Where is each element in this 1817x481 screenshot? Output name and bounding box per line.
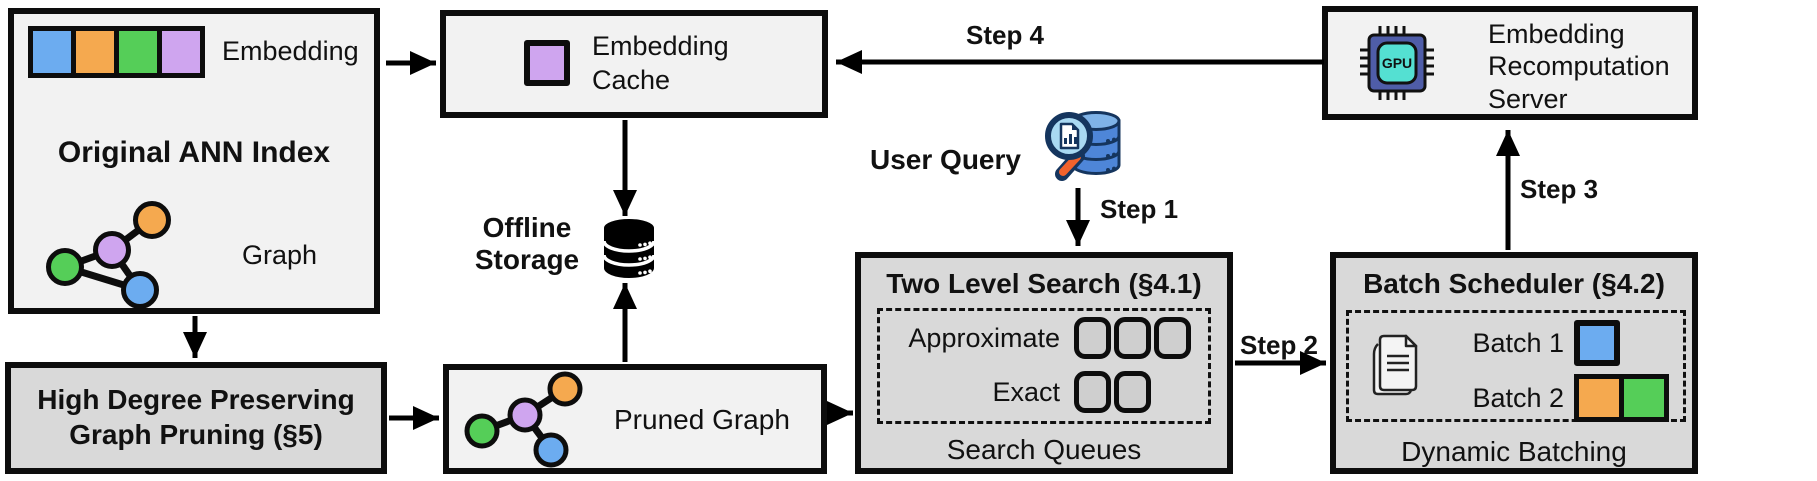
gpu-chip-icon: GPU: [1360, 26, 1434, 100]
recomputation-server-box: GPU Embedding Recomputation Server: [1322, 6, 1698, 120]
batch2-squares: [1574, 374, 1669, 422]
two-level-search-box: Two Level Search (§4.1) Approximate Exac…: [855, 252, 1233, 474]
embedding-label: Embedding: [222, 36, 359, 66]
exact-queue-row: Exact: [880, 365, 1208, 419]
batch-scheduler-title: Batch Scheduler (§4.2): [1363, 268, 1665, 299]
exact-label: Exact: [992, 376, 1060, 407]
step1-label: Step 1: [1100, 194, 1179, 224]
two-level-search-title: Two Level Search (§4.1): [886, 268, 1202, 299]
pruned-graph-box: Pruned Graph: [443, 364, 827, 474]
exact-queue-slots: [1074, 371, 1208, 413]
embedding-cell-green: [119, 31, 157, 73]
embedding-cell-blue: [33, 31, 71, 73]
queue-slot: [1074, 371, 1111, 413]
queue-slot: [1074, 317, 1111, 359]
batch2-cell-green: [1624, 379, 1664, 417]
cached-embedding-icon: [524, 40, 570, 86]
embedding-cell-purple: [162, 31, 200, 73]
dynamic-batching-caption: Dynamic Batching: [1401, 436, 1627, 467]
ann-index-title: Original ANN Index: [57, 136, 331, 169]
batch-scheduler-box: Batch Scheduler (§4.2) Batch 1 Batch 2 D…: [1330, 252, 1698, 474]
magnifier-icon: [1045, 112, 1093, 181]
graph-label: Graph: [242, 240, 318, 270]
offline-storage-database-icon: [602, 219, 656, 278]
batch1-square-blue: [1574, 320, 1620, 366]
dynamic-batching-panel: [1346, 310, 1686, 422]
ann-graph-icon: [46, 201, 171, 309]
documents-icon: [1372, 334, 1418, 396]
batch1-row: Batch 1: [1436, 320, 1620, 366]
batch1-label: Batch 1: [1472, 327, 1564, 358]
batch2-cell-orange: [1579, 379, 1619, 417]
embedding-cache-label: Embedding Cache: [592, 31, 729, 95]
batch2-label: Batch 2: [1472, 382, 1564, 413]
gpu-text: GPU: [1382, 55, 1412, 71]
graph-pruning-title: High Degree Preserving Graph Pruning (§5…: [37, 384, 355, 450]
queue-slot: [1114, 317, 1151, 359]
graph-pruning-box: High Degree Preserving Graph Pruning (§5…: [5, 362, 387, 474]
queue-slot: [1154, 317, 1191, 359]
offline-storage-label: Offline Storage: [474, 212, 580, 276]
user-query-label: User Query: [870, 144, 1021, 175]
approximate-label: Approximate: [908, 322, 1060, 353]
embedding-vector-icon: [28, 26, 205, 78]
pruned-graph-label: Pruned Graph: [614, 404, 790, 435]
approximate-queue-slots: [1074, 317, 1208, 359]
batch2-row: Batch 2: [1436, 374, 1669, 422]
original-ann-index-box: Embedding Original ANN Index Graph: [8, 8, 380, 314]
search-queues-panel: Approximate Exact: [877, 308, 1211, 424]
search-queues-caption: Search Queues: [946, 434, 1142, 465]
step3-label: Step 3: [1520, 174, 1599, 204]
user-query-icon: [1045, 111, 1121, 181]
pruned-graph-icon: [464, 371, 583, 468]
embedding-cache-box: Embedding Cache: [440, 10, 828, 118]
step2-label: Step 2: [1239, 330, 1319, 360]
recomputation-server-label: Embedding Recomputation Server: [1488, 19, 1670, 114]
step4-label: Step 4: [965, 20, 1045, 50]
approximate-queue-row: Approximate: [880, 311, 1208, 365]
queue-slot: [1114, 371, 1151, 413]
embedding-cell-orange: [76, 31, 114, 73]
